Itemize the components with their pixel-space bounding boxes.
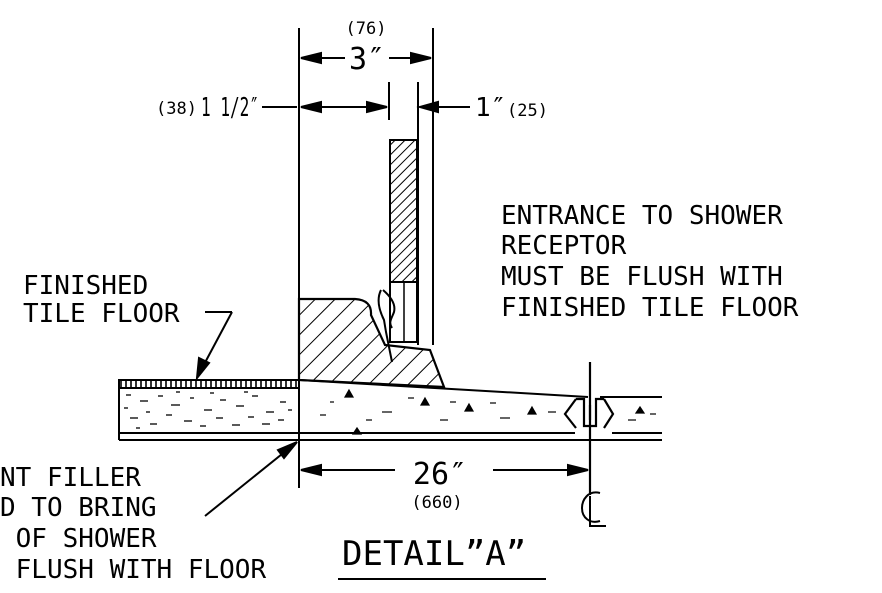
detail-title: DETAIL”A” [342,534,526,574]
finished-floor-note: FINISHED TILE FLOOR [23,271,180,329]
curb-section [297,297,446,389]
leader-filler [204,441,298,517]
clip-icon [377,289,396,363]
note-line: ENTRANCE TO SHOWER [501,201,783,231]
dim-top-metric: (76) [346,19,387,39]
note-line: FINISHED TILE FLOOR [501,293,799,323]
leader-finished-floor [195,311,233,382]
dim-left-metric: (38) [156,99,197,119]
dimension-1-inch [416,100,470,114]
dim-bottom-imperial: 26″ [413,457,467,492]
note-line: D TO BRING [0,493,157,523]
concrete-speckle [320,388,656,435]
mortar-speckle [124,391,292,429]
dim-bottom-metric: (660) [411,493,462,513]
note-line: NT FILLER [0,463,141,493]
dimension-26-inch [300,463,589,477]
note-line: FINISHED [23,271,148,301]
floor-slab [118,379,662,441]
centerline-symbol [580,491,606,527]
dim-top-imperial: 3″ [349,42,385,77]
note-line: RECEPTOR [501,231,627,261]
drain-icon [563,362,615,495]
dim-right-metric: (25) [507,101,548,121]
note-line: FLUSH WITH FLOOR [0,555,266,585]
entrance-note: ENTRANCE TO SHOWER RECEPTOR MUST BE FLUS… [501,201,799,323]
note-line: TILE FLOOR [23,299,180,329]
note-line: MUST BE FLUSH WITH [501,262,783,292]
filler-note: NT FILLER D TO BRING OF SHOWER FLUSH WIT… [0,463,266,585]
dim-left-imperial: 1 1/2″ [201,93,259,123]
dim-right-imperial: 1″ [475,93,506,123]
note-line: OF SHOWER [0,524,157,554]
